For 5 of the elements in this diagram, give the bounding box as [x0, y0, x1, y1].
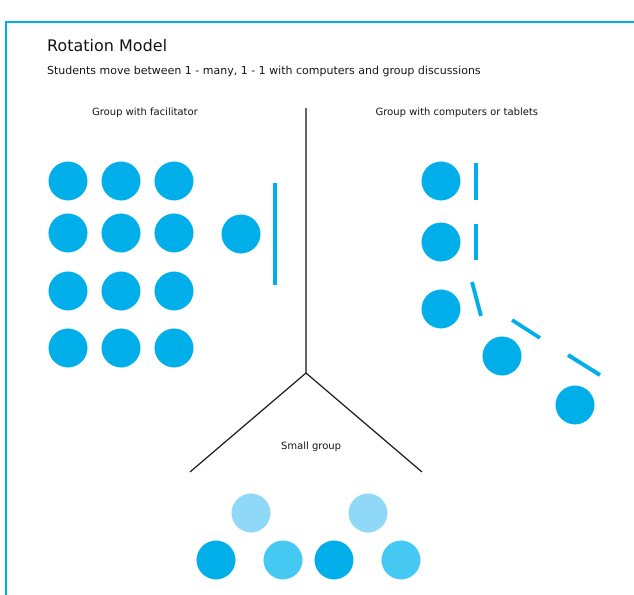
diagram-title: Rotation Model	[47, 36, 168, 55]
subtitle: Students move between 1 - many, 1 - 1 with computers and group discussions	[47, 64, 481, 77]
group-label: Small group	[281, 441, 341, 452]
group-label: Group with computers or tablets	[376, 107, 538, 118]
group-label: Group with facilitator	[92, 107, 198, 118]
